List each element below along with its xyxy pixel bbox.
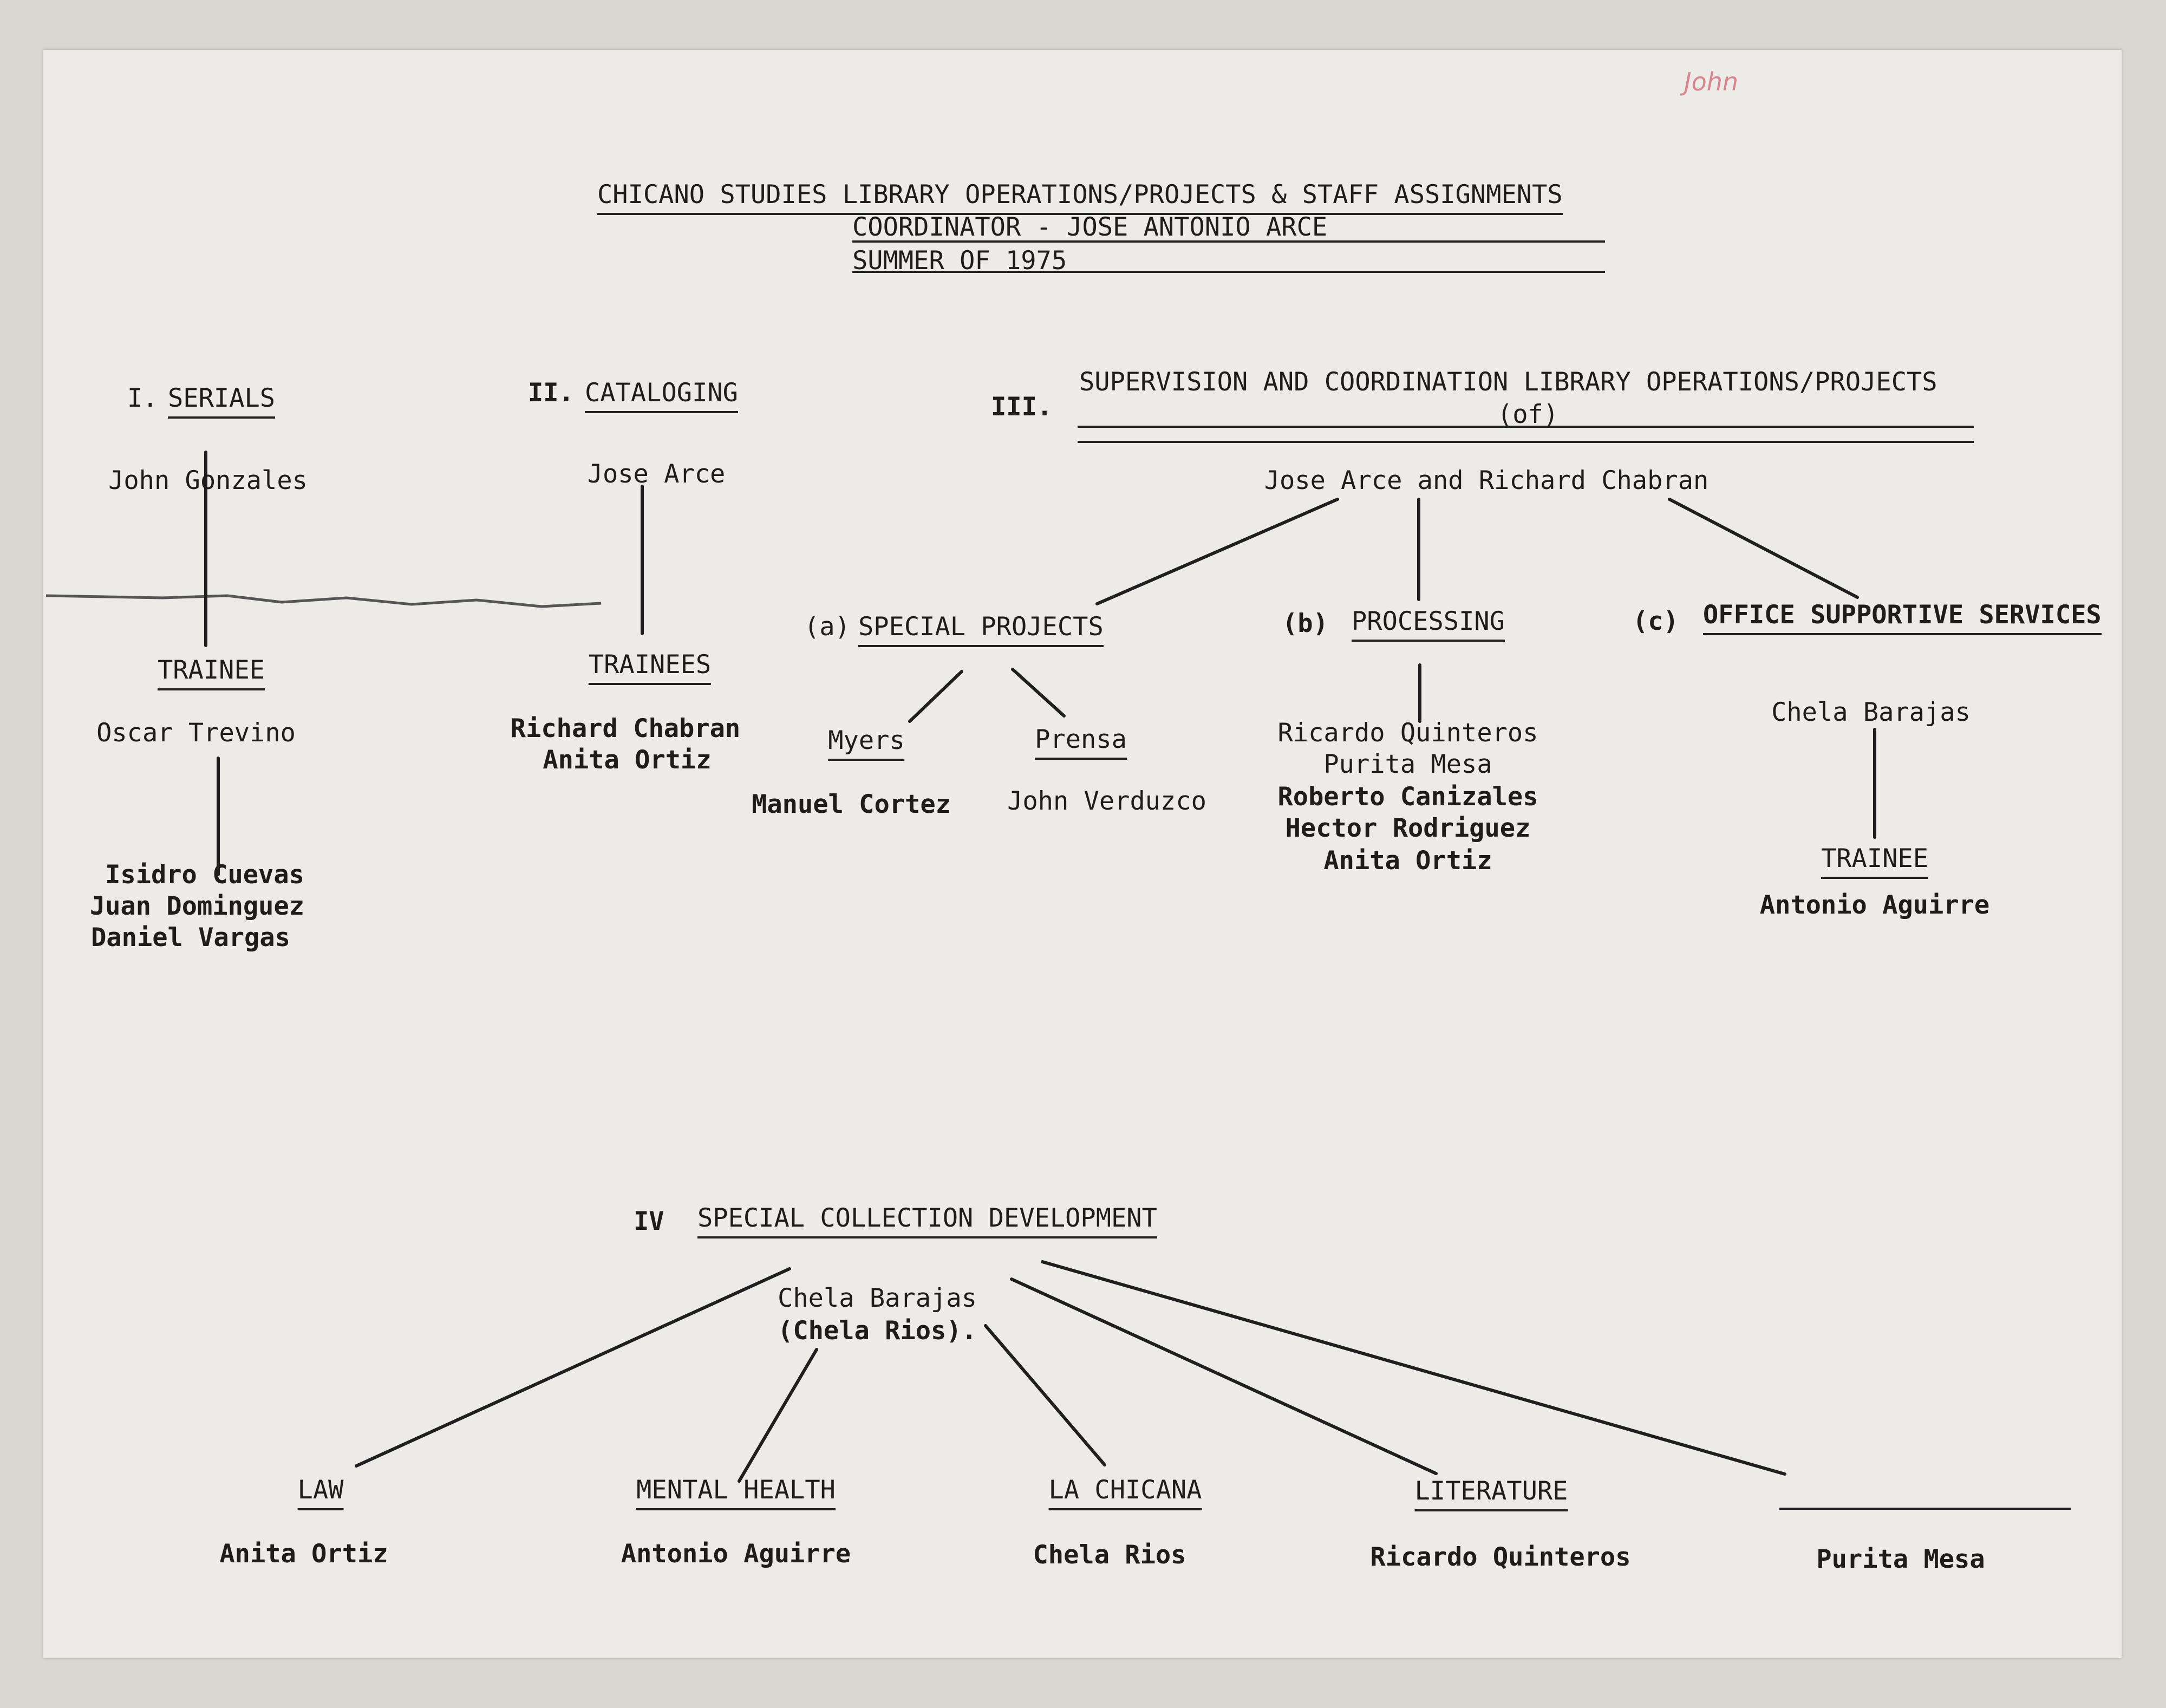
serials-trainee: Oscar Trevino — [96, 718, 296, 748]
cataloging-trainees-label: TRAINEES — [588, 652, 712, 685]
processing-staff-member: Purita Mesa — [1323, 749, 1492, 779]
supervision-heads: Jose Arce and Richard Chabran — [1264, 466, 1709, 496]
paper-tear-line — [45, 594, 602, 608]
connector-supervision-office — [1668, 498, 1859, 599]
office-title: OFFICE SUPPORTIVE SERVICES — [1703, 602, 2102, 635]
collection-area-person: Chela Rios — [1033, 1540, 1186, 1570]
serials-head: John Gonzales — [108, 466, 308, 496]
collection-area-person: Ricardo Quinteros — [1370, 1542, 1631, 1572]
myers-person: Manuel Cortez — [752, 790, 951, 819]
collection-area-blank-underline — [1779, 1508, 2071, 1510]
office-letter: (c) — [1633, 607, 1679, 636]
processing-title: PROCESSING — [1352, 609, 1505, 642]
serials-staff-member: Isidro Cuevas — [105, 860, 304, 890]
collection-area-title: MENTAL HEALTH — [636, 1477, 836, 1510]
special-projects-letter: (a) — [804, 612, 850, 642]
document-title: CHICANO STUDIES LIBRARY OPERATIONS/PROJE… — [597, 182, 1563, 215]
connector-collection-mental-health — [738, 1348, 818, 1483]
document-page — [43, 50, 2122, 1658]
connector-special-prensa — [1011, 668, 1066, 718]
processing-staff-member: Anita Ortiz — [1323, 846, 1492, 876]
processing-staff-member: Hector Rodriguez — [1285, 813, 1531, 843]
cataloging-numeral: II. — [528, 378, 574, 408]
handwritten-note: John — [1684, 67, 1739, 96]
cataloging-trainee: Richard Chabran — [510, 714, 741, 744]
coordinator-underline — [852, 240, 1605, 243]
coordinator-line: COORDINATOR - JOSE ANTONIO ARCE — [852, 212, 1328, 242]
collection-area-person: Antonio Aguirre — [621, 1539, 851, 1569]
serials-staff-member: Juan Dominguez — [89, 891, 305, 921]
serials-numeral: I. — [127, 383, 158, 413]
date-line: SUMMER OF 1975 — [852, 246, 1067, 276]
supervision-title-of: (of) — [1497, 400, 1559, 429]
collection-head: Chela Barajas — [778, 1283, 977, 1313]
office-trainee-label: TRAINEE — [1821, 846, 1929, 879]
prensa-title: Prensa — [1035, 727, 1127, 760]
supervision-underline-double — [1078, 441, 1974, 443]
connector-collection-unlabeled — [1041, 1260, 1786, 1476]
serials-staff-member: Daniel Vargas — [91, 923, 290, 953]
connector-collection-literature — [1010, 1277, 1438, 1475]
processing-letter: (b) — [1282, 609, 1328, 638]
supervision-underline — [1078, 426, 1974, 428]
processing-staff-member: Roberto Canizales — [1277, 782, 1538, 812]
cataloging-head: Jose Arce — [587, 459, 726, 489]
collection-area-title: LAW — [297, 1477, 344, 1510]
collection-area-person: Purita Mesa — [1816, 1544, 1985, 1574]
office-trainee: Antonio Aguirre — [1759, 890, 1990, 920]
cataloging-title: CATALOGING — [585, 380, 738, 413]
processing-staff-member: Ricardo Quinteros — [1277, 718, 1538, 748]
collection-area-person: Anita Ortiz — [219, 1539, 388, 1569]
date-underline — [852, 271, 1605, 273]
collection-title: SPECIAL COLLECTION DEVELOPMENT — [697, 1205, 1157, 1238]
connector-supervision-special — [1095, 498, 1339, 605]
supervision-numeral: III. — [991, 392, 1053, 422]
collection-numeral: IV — [634, 1207, 664, 1236]
cataloging-trainee: Anita Ortiz — [543, 745, 712, 775]
serials-trainee-label: TRAINEE — [157, 657, 265, 690]
myers-title: Myers — [828, 728, 905, 761]
connector-special-myers — [908, 670, 963, 723]
serials-title: SERIALS — [168, 386, 276, 419]
office-head: Chela Barajas — [1771, 697, 1971, 727]
supervision-title: SUPERVISION AND COORDINATION LIBRARY OPE… — [1079, 367, 1937, 397]
prensa-person: John Verduzco — [1007, 786, 1206, 816]
connector-collection-la-chicana — [984, 1324, 1106, 1466]
collection-area-title: LA CHICANA — [1048, 1477, 1202, 1510]
connector-collection-law — [355, 1267, 791, 1468]
collection-area-title: LITERATURE — [1414, 1478, 1568, 1511]
collection-head-alias: (Chela Rios). — [778, 1316, 977, 1346]
special-projects-title: SPECIAL PROJECTS — [858, 614, 1104, 647]
